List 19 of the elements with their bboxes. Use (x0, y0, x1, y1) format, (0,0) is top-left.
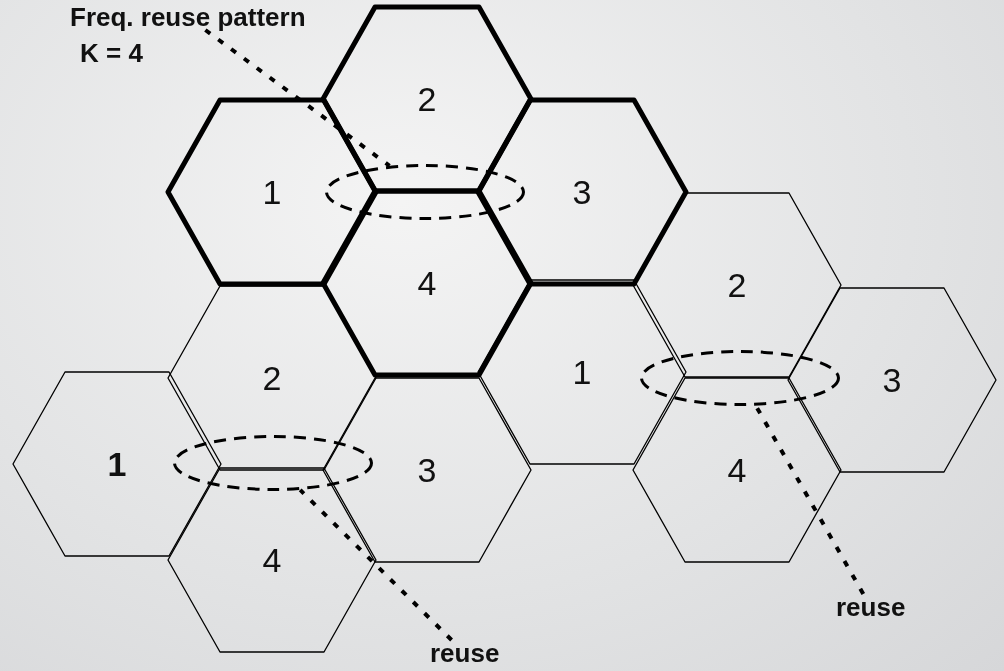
cell-number: 2 (417, 82, 437, 116)
cell-number: 4 (417, 266, 437, 300)
leader-line (298, 488, 453, 642)
cell-number: 4 (262, 543, 282, 577)
cell-number: 2 (262, 361, 282, 395)
cell-number: 1 (572, 355, 592, 389)
cell-number: 1 (107, 447, 127, 481)
leader-line (204, 28, 391, 168)
annotation-text: reuse (836, 592, 906, 622)
annotation-text: reuse (430, 638, 500, 668)
cell-number: 4 (727, 453, 747, 487)
cell-number: 3 (882, 363, 902, 397)
cell-number: 1 (262, 175, 282, 209)
leader-line (754, 404, 865, 595)
cell-number: 2 (727, 268, 747, 302)
parameter-label: K = 4 (80, 40, 143, 66)
annotation-text: Freq. reuse pattern (70, 2, 306, 32)
cell-number: 3 (417, 453, 437, 487)
cell-number: 3 (572, 175, 592, 209)
